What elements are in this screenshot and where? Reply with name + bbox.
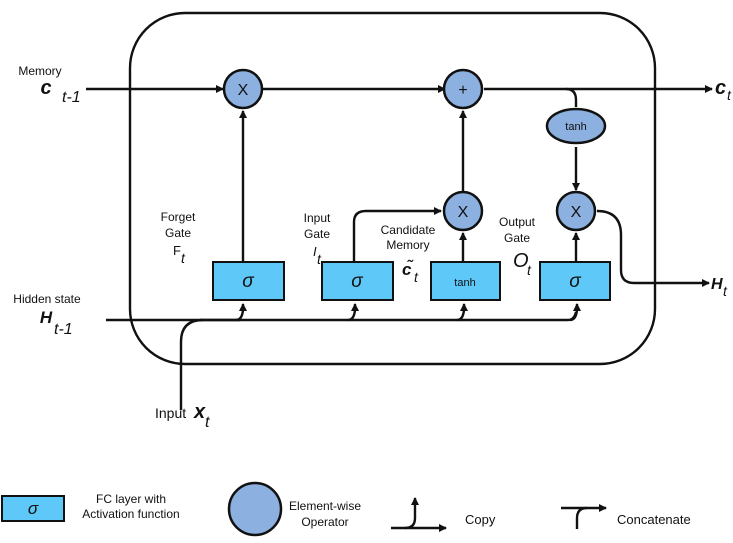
lstm-cell-boundary — [128, 11, 657, 366]
input-gate-symbol: I — [313, 244, 317, 259]
output-gate-label-2: Gate — [504, 231, 530, 245]
hidden-out-subscript: t — [723, 283, 728, 299]
memory-in-label: Memory — [18, 64, 61, 78]
copy-icon — [391, 497, 447, 532]
input-multiply-symbol: X — [458, 204, 469, 221]
legend-fc-label-2: Activation function — [82, 507, 179, 521]
forget-gate-symbol: F — [173, 243, 181, 258]
legend-op-label-2: Operator — [301, 515, 348, 529]
candidate-symbol: c̃ — [402, 259, 414, 279]
copy-input — [347, 303, 359, 322]
legend-operator-swatch — [227, 481, 283, 537]
memory-in-symbol: c — [40, 77, 51, 99]
forget-gate-subscript: t — [181, 250, 186, 266]
output-gate-subscript: t — [527, 262, 532, 278]
input-activation: σ — [351, 271, 364, 292]
legend-fc-label-1: FC layer with — [96, 492, 166, 506]
input-gate-fc — [321, 261, 394, 301]
concat-bus-line — [200, 311, 578, 322]
legend: σ FC layer with Activation function Elem… — [1, 481, 691, 537]
output-gate-fc — [539, 261, 611, 301]
concatenate-icon — [561, 504, 607, 529]
forget-multiply-operator — [222, 68, 264, 110]
add-operator — [442, 68, 484, 110]
output-multiply-symbol: X — [571, 204, 582, 221]
copy-output — [569, 303, 581, 322]
legend-fc-symbol: σ — [28, 499, 39, 518]
input-symbol: x — [193, 401, 206, 423]
copy-candidate — [456, 303, 468, 322]
candidate-subscript: t — [414, 269, 419, 285]
copy-forget — [235, 303, 247, 322]
hidden-out-symbol: H — [711, 276, 723, 293]
input-multiply-operator — [442, 190, 484, 232]
legend-op-label-1: Element-wise — [289, 499, 361, 513]
tanh-operator — [545, 107, 607, 145]
input-label: Input — [155, 405, 186, 421]
input-gate-line — [352, 207, 442, 262]
forget-gate-fc — [212, 261, 285, 301]
legend-fc-swatch — [1, 495, 65, 522]
candidate-label-2: Memory — [386, 238, 429, 252]
hidden-in-symbol: H — [40, 308, 53, 327]
input-concat-line — [179, 318, 204, 410]
candidate-activation: tanh — [454, 277, 475, 289]
memory-out-symbol: c — [715, 77, 726, 99]
hidden-out-line — [596, 209, 710, 287]
input-subscript: t — [205, 414, 210, 431]
forget-gate-label-2: Gate — [165, 226, 191, 240]
input-gate-subscript: t — [317, 251, 322, 267]
forget-multiply-symbol: X — [238, 82, 249, 99]
output-activation: σ — [569, 271, 582, 292]
forget-activation: σ — [242, 271, 255, 292]
input-gate-label-1: Input — [304, 211, 331, 225]
legend-concatenate-label: Concatenate — [617, 512, 691, 527]
memory-out-subscript: t — [727, 87, 732, 103]
candidate-label-1: Candidate — [381, 223, 436, 237]
input-gate-label-2: Gate — [304, 227, 330, 241]
memory-to-tanh-line — [565, 87, 578, 107]
tanh-symbol: tanh — [565, 121, 586, 133]
output-gate-label-1: Output — [499, 215, 536, 229]
output-multiply-operator — [555, 190, 597, 232]
hidden-in-subscript: t-1 — [54, 321, 73, 338]
output-gate-symbol: O — [513, 250, 529, 272]
hidden-in-label: Hidden state — [13, 292, 81, 306]
legend-copy-label: Copy — [465, 512, 496, 527]
memory-in-subscript: t-1 — [62, 89, 81, 106]
add-symbol: + — [458, 82, 467, 99]
forget-gate-label-1: Forget — [161, 210, 196, 224]
candidate-fc — [430, 261, 501, 301]
